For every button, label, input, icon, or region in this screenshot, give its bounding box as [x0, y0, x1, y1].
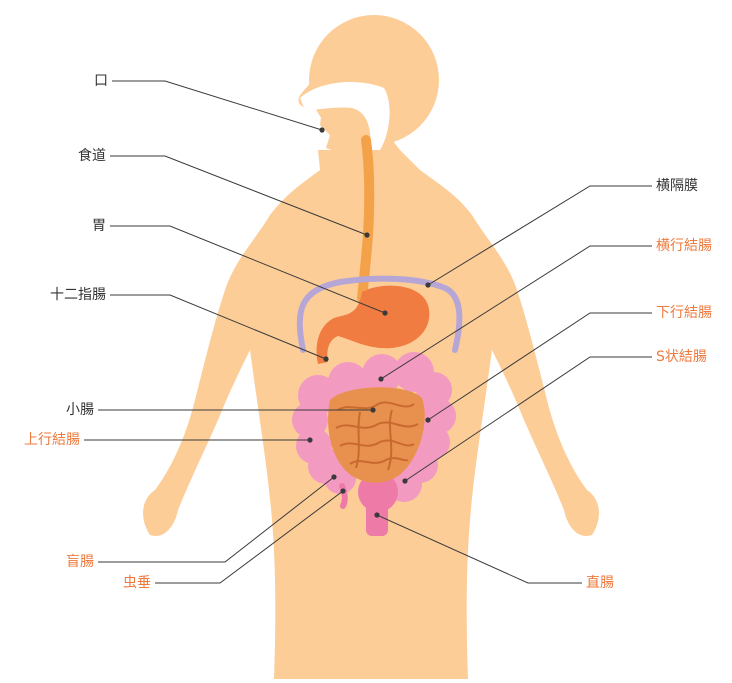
- label-appendix: 虫垂: [100, 574, 151, 592]
- label-cecum: 盲腸: [40, 553, 94, 571]
- label-transverse-colon: 横行結腸: [656, 237, 712, 255]
- label-descending-colon: 下行結腸: [656, 304, 712, 322]
- label-ascending-colon: 上行結腸: [2, 431, 80, 449]
- label-rectum: 直腸: [586, 574, 614, 592]
- label-sigmoid-colon: S状結腸: [656, 348, 707, 366]
- label-esophagus: 食道: [66, 147, 106, 165]
- label-duodenum: 十二指腸: [30, 286, 106, 304]
- label-small-intestine: 小腸: [40, 401, 94, 419]
- label-mouth: 口: [84, 72, 108, 90]
- label-stomach: 胃: [84, 217, 106, 235]
- label-diaphragm: 横隔膜: [656, 177, 698, 195]
